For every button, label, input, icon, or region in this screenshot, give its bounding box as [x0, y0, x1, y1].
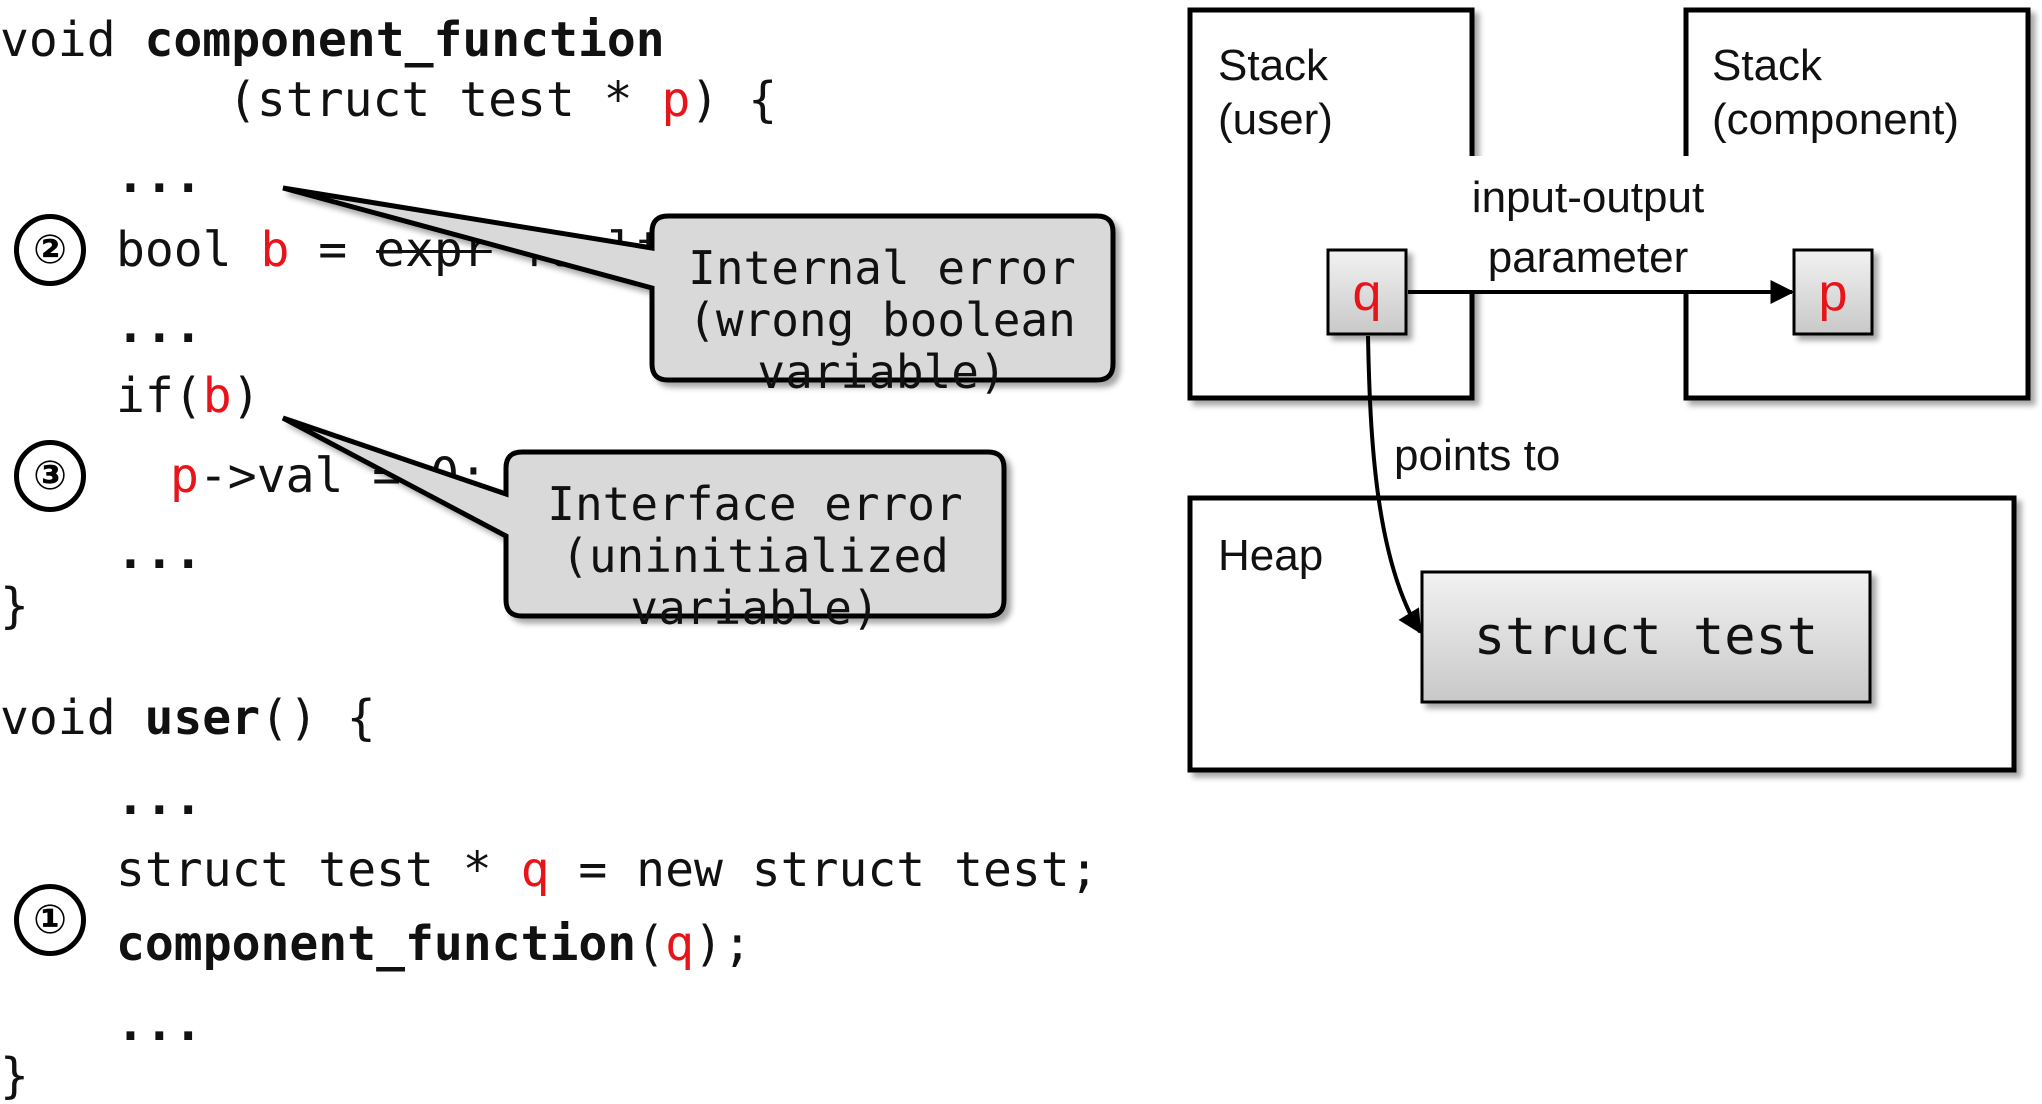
call-close: ); — [693, 916, 752, 972]
param-close: ) { — [690, 72, 778, 128]
stack-user-subtitle: (user) — [1218, 95, 1333, 144]
keyword-void: void — [0, 12, 145, 68]
user-function-name: user — [144, 690, 261, 746]
call-var-q: q — [665, 916, 694, 972]
struct-test-box: struct test — [1420, 570, 1872, 704]
code-close-brace-1: } — [0, 578, 29, 634]
internal-error-line-3: variable) — [757, 345, 1006, 399]
stack-user-title: Stack — [1218, 41, 1329, 90]
code-ellipsis-3: ... — [116, 524, 203, 580]
pointer-q-box: q — [1326, 248, 1408, 336]
stack-component-title: Stack — [1712, 41, 1823, 90]
stack-user-box: Stack (user) — [1187, 7, 1475, 401]
assign-var-p: p — [170, 448, 199, 504]
step-marker-1: ① — [14, 884, 86, 956]
arrow-q-points-to-struct — [1366, 335, 1422, 635]
interface-error-callout: Interface error (uninitialized variable) — [281, 415, 1007, 635]
stack-component-subtitle: (component) — [1712, 95, 1959, 144]
code-line-function-signature: void component_function — [0, 16, 665, 64]
bool-keyword: bool — [116, 222, 261, 278]
edge-param-line-1: input-output — [1472, 173, 1704, 222]
decl-rest: = new struct test; — [549, 842, 1099, 898]
bool-assign: = — [289, 222, 377, 278]
step-marker-3: ③ — [14, 440, 86, 512]
if-close: ) — [231, 368, 261, 424]
interface-error-line-1: Interface error — [547, 477, 962, 531]
param-var-p: p — [661, 72, 691, 128]
step-marker-2: ② — [14, 214, 86, 286]
code-ellipsis-1: ... — [116, 148, 203, 204]
bool-var-b: b — [260, 222, 290, 278]
code-line-user: void user() { — [0, 694, 376, 742]
decl-var-q: q — [520, 842, 550, 898]
pointer-q-label: q — [1353, 264, 1382, 322]
if-var-b: b — [202, 368, 232, 424]
internal-error-line-2: (wrong boolean — [688, 293, 1076, 347]
heap-title: Heap — [1218, 531, 1323, 580]
heap-box: Heap — [1187, 495, 2017, 773]
code-line-call: component_function(q); — [116, 920, 752, 968]
code-ellipsis-2: ... — [116, 298, 203, 354]
stack-component-box: Stack (component) — [1683, 7, 2031, 401]
edge-points-to-label: points to — [1394, 431, 1560, 480]
interface-error-line-2: (uninitialized — [561, 529, 949, 583]
code-line-decl: struct test * q = new struct test; — [116, 846, 1099, 894]
function-name: component_function — [144, 12, 665, 68]
param-type: (struct test * — [228, 72, 662, 128]
if-open: if( — [116, 368, 203, 424]
interface-error-line-3: variable) — [630, 581, 879, 635]
edge-param-line-2: parameter — [1488, 233, 1689, 282]
code-ellipsis-5: ... — [116, 996, 203, 1052]
call-function-name: component_function — [116, 916, 637, 972]
code-line-if: if(b) — [116, 372, 261, 420]
code-close-brace-2: } — [0, 1048, 29, 1104]
user-rest: () { — [260, 690, 376, 746]
call-open: ( — [636, 916, 666, 972]
decl-type: struct test * — [116, 842, 521, 898]
pointer-p-box: p — [1792, 248, 1874, 336]
internal-error-line-1: Internal error — [688, 241, 1076, 295]
internal-error-callout: Internal error (wrong boolean variable) — [282, 185, 1116, 399]
pointer-p-label: p — [1819, 264, 1848, 322]
edge-label-background — [1448, 156, 1736, 290]
struct-test-label: struct test — [1474, 607, 1818, 667]
code-ellipsis-4: ... — [116, 770, 203, 826]
code-line-parameters: (struct test * p) { — [228, 76, 777, 124]
keyword-void-user: void — [0, 690, 145, 746]
